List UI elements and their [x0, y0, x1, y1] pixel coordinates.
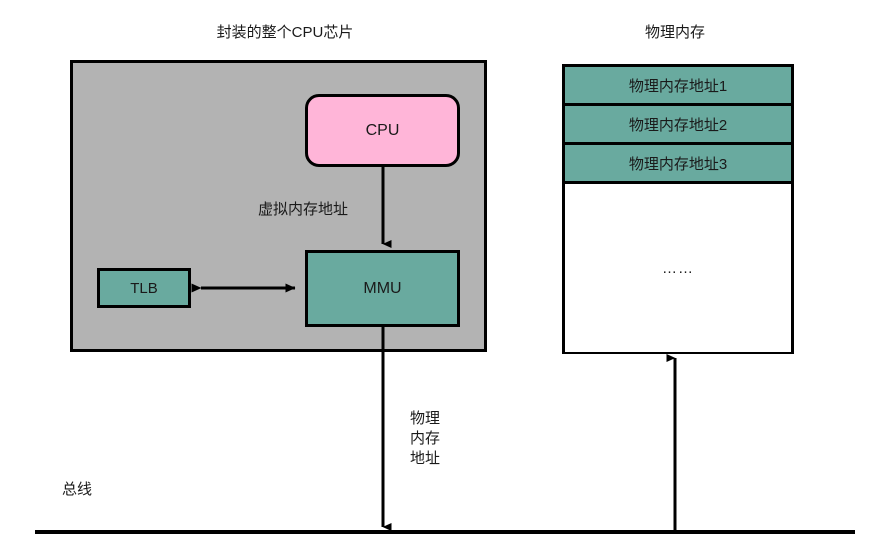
memory-cell[interactable]: 物理内存地址2: [565, 106, 791, 145]
mmu-block-label: MMU: [363, 279, 402, 297]
physical-address-label: 物理 内存 地址: [390, 409, 460, 469]
tlb-block-label: TLB: [130, 279, 158, 297]
physical-memory-title: 物理内存: [644, 24, 705, 41]
bus-label: 总线: [62, 481, 93, 498]
physical-address-line: 内存: [409, 429, 440, 447]
tlb-block[interactable]: TLB: [97, 268, 191, 308]
memory-ellipsis-label: ……: [662, 259, 694, 277]
memory-cell[interactable]: 物理内存地址1: [565, 67, 791, 106]
physical-address-line: 物理: [409, 410, 440, 427]
cpu-chip-title: 封装的整个CPU芯片: [216, 24, 354, 41]
physical-memory-stack: 物理内存地址1 物理内存地址2 物理内存地址3 ……: [562, 64, 794, 354]
mmu-block[interactable]: MMU: [305, 250, 460, 327]
physical-address-line: 地址: [409, 449, 440, 467]
virtual-address-label: 虚拟内存地址: [257, 201, 348, 218]
cpu-block[interactable]: CPU: [305, 94, 460, 167]
memory-cell-empty: ……: [565, 184, 791, 352]
memory-cell[interactable]: 物理内存地址3: [565, 145, 791, 184]
cpu-block-label: CPU: [365, 121, 400, 139]
